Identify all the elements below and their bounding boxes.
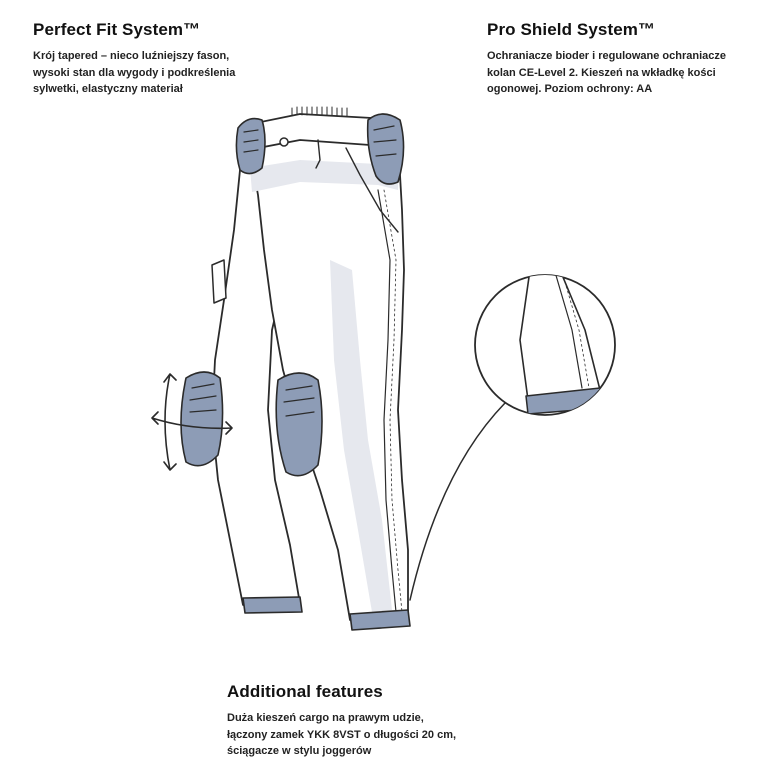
zoom-leader-line bbox=[409, 402, 506, 601]
pro-shield-line: ogonowej. Poziom ochrony: AA bbox=[487, 83, 653, 95]
front-pocket bbox=[345, 147, 399, 233]
adjust-arrow-horizontal-icon bbox=[151, 411, 233, 435]
pro-shield-line: kolan CE-Level 2. Kieszeń na wkładkę koś… bbox=[487, 66, 716, 79]
hip-armor-left-slots bbox=[243, 129, 259, 153]
perfect-fit-line: wysoki stan dla wygody i podkreślenia bbox=[33, 66, 236, 79]
yoke-band bbox=[250, 160, 398, 192]
waist-stitch-marks bbox=[291, 106, 348, 117]
additional-features-block: Additional features Duża kieszeń cargo n… bbox=[227, 682, 517, 760]
pro-shield-line: Ochraniacze bioder i regulowane ochrania… bbox=[487, 50, 727, 62]
zoom-seam bbox=[554, 275, 583, 389]
perfect-fit-line: Krój tapered – nieco luźniejszy fason, bbox=[33, 50, 230, 62]
zoom-seam-stitch bbox=[561, 275, 590, 389]
hip-armor-left bbox=[235, 117, 266, 175]
cuff-left bbox=[242, 596, 303, 614]
knee-armor-left-slots bbox=[189, 383, 217, 413]
additional-features-line: łączony zamek YKK 8VST o długości 20 cm, bbox=[227, 728, 457, 741]
perfect-fit-block: Perfect Fit System™ Krój tapered – nieco… bbox=[33, 20, 283, 98]
leg-shading bbox=[330, 260, 392, 612]
knee-armor-left bbox=[180, 371, 224, 467]
pro-shield-title: Pro Shield System™ bbox=[487, 20, 656, 39]
cuff-right bbox=[349, 609, 411, 631]
hip-armor-right bbox=[366, 113, 405, 185]
cargo-pocket bbox=[211, 259, 227, 304]
additional-features-line: ściągacze w stylu joggerów bbox=[227, 745, 372, 757]
knee-armor-right-slots bbox=[283, 385, 315, 417]
perfect-fit-line: sylwetki, elastyczny materiał bbox=[33, 83, 183, 95]
side-seam bbox=[377, 189, 397, 613]
additional-features-title: Additional features bbox=[227, 682, 383, 701]
side-seam-stitch bbox=[383, 189, 403, 613]
hip-armor-right-slots bbox=[373, 125, 397, 157]
additional-features-line: Duża kieszeń cargo na prawym udzie, bbox=[227, 712, 424, 724]
fly-stitch bbox=[315, 139, 321, 169]
perfect-fit-title: Perfect Fit System™ bbox=[33, 20, 201, 39]
waist-button bbox=[279, 137, 289, 147]
pro-shield-block: Pro Shield System™ Ochraniacze bioder i … bbox=[487, 20, 767, 98]
